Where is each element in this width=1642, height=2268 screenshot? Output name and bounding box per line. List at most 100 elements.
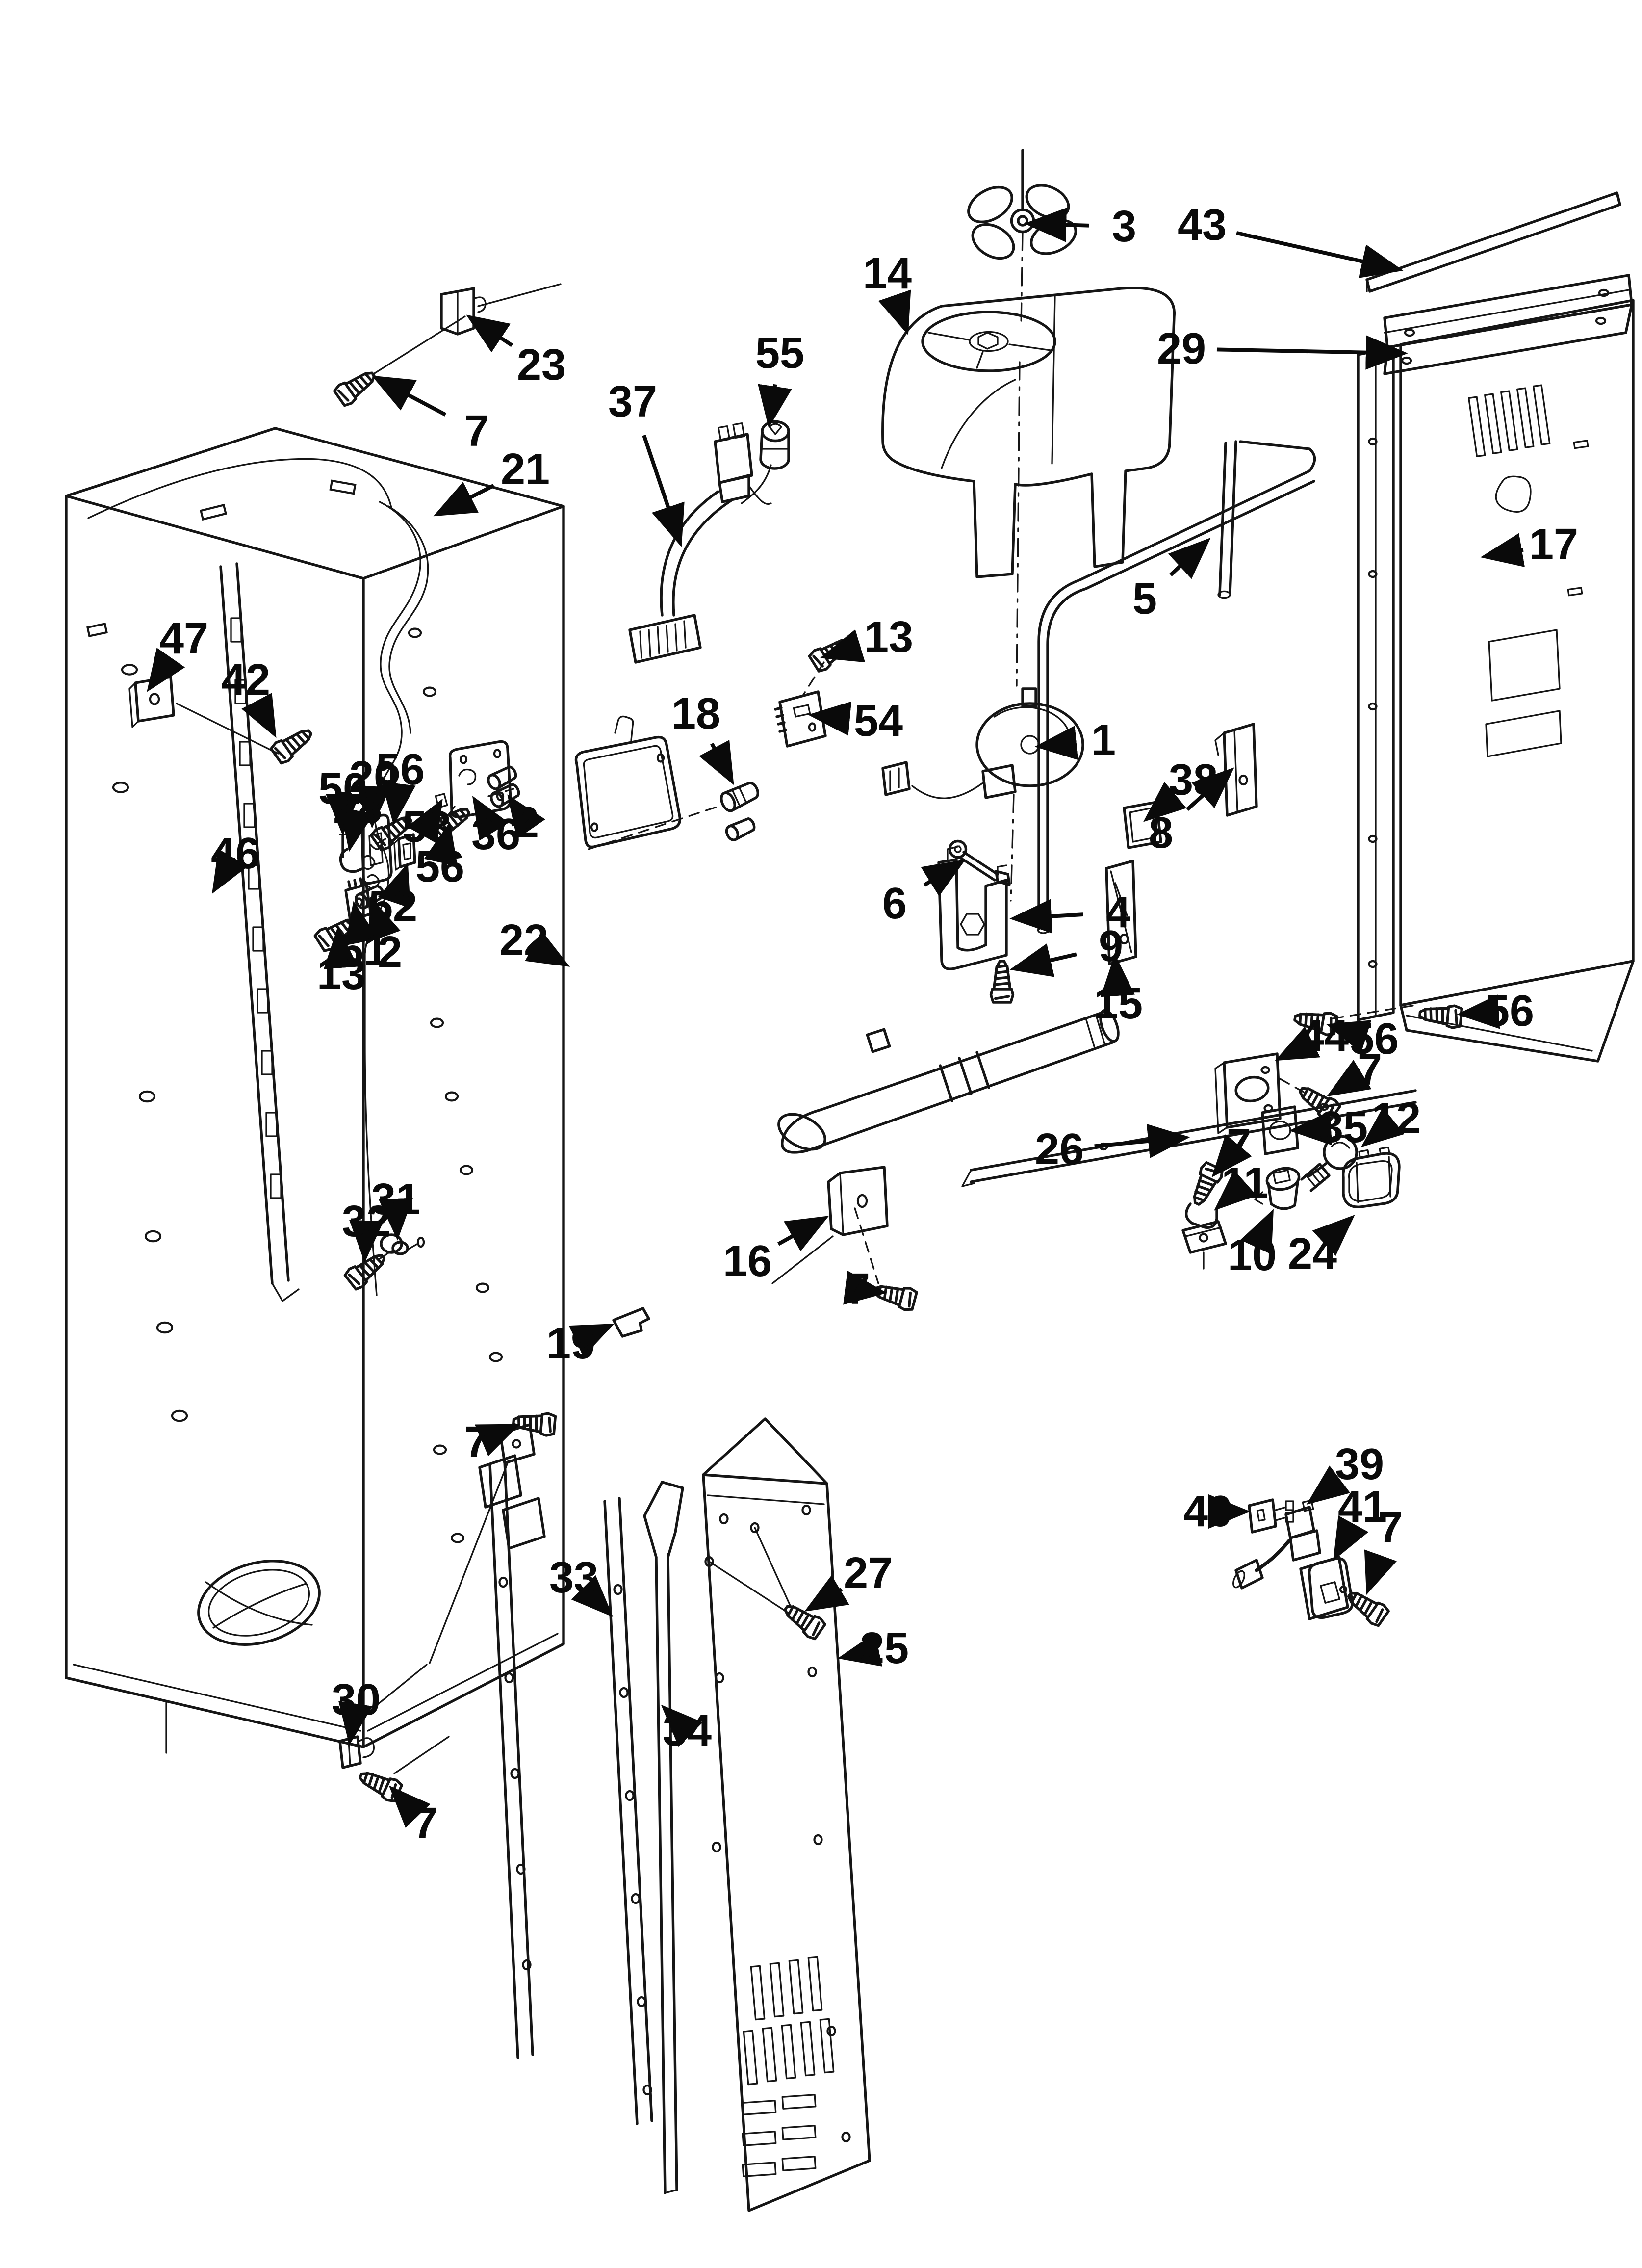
fan-shroud-14	[881, 287, 1176, 578]
callout-arrow-29	[1216, 335, 1408, 370]
callout-number-16: 16	[723, 1237, 772, 1286]
callout-4: 4	[1009, 888, 1130, 937]
callout-arrow-7b	[1327, 1060, 1372, 1097]
callout-11: 11	[1214, 1159, 1268, 1211]
callout-number-2a: 2	[378, 928, 402, 977]
callout-52: 52	[368, 862, 417, 931]
motor-bracket-4	[937, 845, 1008, 970]
callout-number-25: 25	[860, 1624, 909, 1673]
callout-2b: 2	[507, 794, 545, 847]
callout-number-12: 12	[1372, 1094, 1421, 1143]
retainer-rail-26	[961, 1089, 1417, 1187]
rail-33	[429, 1423, 653, 2125]
callout-number-46: 46	[211, 829, 260, 878]
callout-number-24: 24	[1288, 1229, 1337, 1278]
callout-number-13a: 13	[864, 613, 913, 662]
callout-arrow-16	[777, 1216, 829, 1251]
callout-24: 24	[1288, 1215, 1355, 1278]
air-duct-22	[777, 1009, 1120, 1154]
callout-arrow-19	[569, 1324, 615, 1357]
callout-arrow-42	[241, 693, 277, 738]
callout-number-5: 5	[1132, 574, 1157, 624]
callout-arrow-24	[1312, 1215, 1355, 1256]
callout-arrow-32	[349, 1220, 384, 1263]
callout-15: 15	[1094, 954, 1143, 1028]
cabinet-holes	[86, 479, 503, 1543]
callout-14: 14	[863, 249, 912, 336]
callout-7a: 7	[371, 375, 489, 456]
callout-arrow-7a	[371, 375, 447, 417]
callout-18: 18	[671, 689, 734, 785]
label-sticker-19	[612, 1307, 650, 1338]
screw-9-icon	[991, 961, 1013, 1002]
callout-number-9: 9	[1099, 922, 1123, 971]
callout-number-26: 26	[1035, 1125, 1084, 1174]
thermostat-39	[1232, 1499, 1321, 1590]
callout-number-8: 8	[1149, 808, 1173, 858]
callout-arrow-27	[804, 1575, 849, 1612]
callout-32: 32	[342, 1197, 391, 1263]
callout-7e: 7	[388, 1785, 437, 1848]
callout-number-47: 47	[159, 614, 208, 663]
callout-arrow-10	[1240, 1209, 1274, 1254]
callout-55: 55	[755, 329, 804, 428]
callout-47: 47	[147, 614, 208, 692]
screw-13a-icon	[802, 632, 855, 696]
callout-42: 42	[221, 655, 277, 738]
callout-29: 29	[1157, 324, 1408, 373]
callout-22: 22	[499, 916, 570, 967]
callout-number-7c: 7	[1227, 1121, 1251, 1170]
callout-9: 9	[1009, 922, 1123, 977]
callout-27: 27	[804, 1549, 893, 1612]
callout-number-38: 38	[1169, 756, 1218, 805]
callout-number-19: 19	[546, 1319, 595, 1368]
callout-arrow-13a	[820, 629, 866, 663]
callout-number-54: 54	[854, 697, 903, 746]
callout-number-11: 11	[1221, 1159, 1268, 1208]
callout-number-56a: 56	[376, 745, 425, 794]
side-panel-17	[1357, 299, 1635, 1063]
callout-3: 3	[1024, 202, 1136, 251]
callout-56e: 56	[1326, 1015, 1399, 1064]
callout-arrow-9	[1009, 943, 1077, 977]
bracket-15	[1105, 860, 1137, 965]
callout-44: 44	[1275, 1012, 1349, 1061]
screw-56a-icon	[370, 810, 416, 852]
callout-40: 40	[1183, 1487, 1251, 1536]
callout-arrow-8	[1186, 767, 1234, 811]
callout-arrow-26	[1094, 1123, 1190, 1158]
drain-hole	[197, 1560, 321, 1646]
callout-28: 28	[333, 783, 382, 852]
callout-arrow-21	[433, 482, 495, 517]
screw-42-icon	[176, 703, 316, 765]
callout-number-7g: 7	[464, 1418, 489, 1467]
callout-number-28: 28	[333, 783, 382, 833]
evaporator-fan-motor-1	[881, 687, 1084, 799]
screw-7e-icon	[356, 1736, 450, 1803]
callout-31: 31	[371, 1175, 420, 1241]
control-board-54	[774, 690, 827, 748]
callout-25: 25	[837, 1624, 909, 1673]
callout-1: 1	[1034, 716, 1116, 765]
callout-7g: 7	[464, 1418, 520, 1467]
callout-arrow-56d	[1457, 994, 1500, 1029]
callout-number-7b: 7	[1358, 1045, 1382, 1095]
ribbed-bushing-18	[720, 782, 759, 841]
callout-19: 19	[546, 1319, 615, 1368]
callout-12: 12	[1360, 1094, 1421, 1147]
bracket-8	[1214, 723, 1258, 817]
callout-arrow-13b	[324, 926, 359, 969]
callout-5: 5	[1132, 538, 1211, 624]
callout-8: 8	[1149, 767, 1234, 858]
strip-34	[643, 1481, 684, 2194]
callout-39: 39	[1306, 1440, 1384, 1505]
callout-arrow-51	[345, 901, 379, 946]
callout-arrow-23	[466, 314, 513, 353]
screw-27-icon	[780, 1599, 826, 1641]
screw-32-icon	[344, 1248, 392, 1291]
light-bulb-12	[1300, 1135, 1358, 1192]
callout-arrow-15	[1100, 954, 1135, 997]
callout-number-30: 30	[332, 1675, 381, 1724]
screw-7a-icon	[333, 315, 466, 407]
callout-number-36: 36	[471, 810, 520, 859]
